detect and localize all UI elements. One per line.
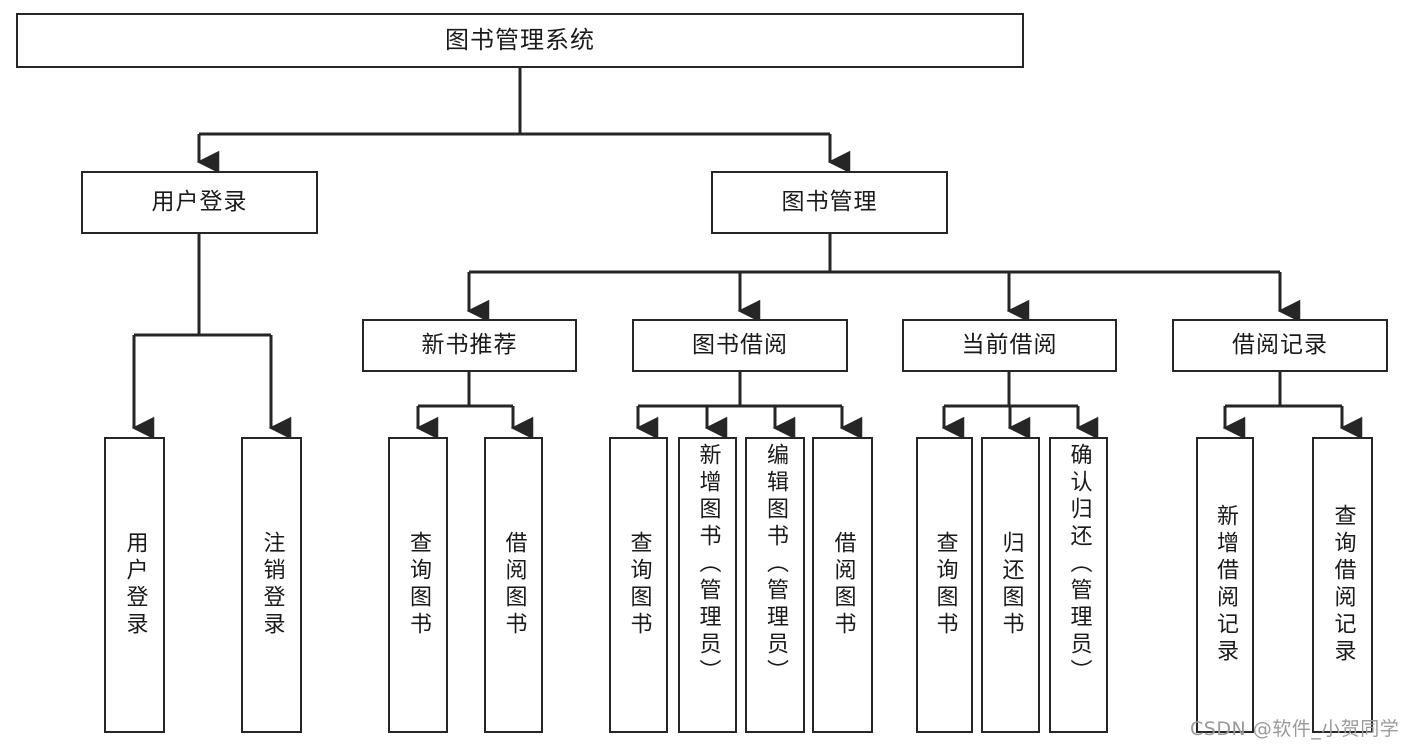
node-leaf-query-book-1[interactable]: 查询图书 bbox=[388, 437, 448, 733]
node-leaf-query-book-3-label: 查询图书 bbox=[932, 531, 958, 639]
node-leaf-borrow-book-1[interactable]: 借阅图书 bbox=[484, 437, 543, 733]
node-book-manage-label: 图书管理 bbox=[781, 188, 878, 215]
node-user-login-label: 用户登录 bbox=[151, 188, 248, 215]
node-current-borrow-label: 当前借阅 bbox=[961, 331, 1058, 358]
node-book-manage[interactable]: 图书管理 bbox=[711, 171, 948, 234]
node-leaf-query-record[interactable]: 查询借阅记录 bbox=[1312, 437, 1373, 733]
node-root[interactable]: 图书管理系统 bbox=[16, 13, 1024, 68]
node-leaf-edit-book[interactable]: 编辑图书（管理员） bbox=[745, 437, 805, 733]
node-leaf-user-login[interactable]: 用户登录 bbox=[104, 437, 165, 733]
csdn-watermark: CSDN @软件_小贺同学 bbox=[1190, 718, 1400, 740]
node-root-label: 图书管理系统 bbox=[445, 26, 595, 55]
node-leaf-confirm-return-label: 确认归还（管理员） bbox=[1066, 443, 1092, 686]
node-leaf-add-book[interactable]: 新增图书（管理员） bbox=[678, 437, 737, 733]
node-leaf-return-book[interactable]: 归还图书 bbox=[981, 437, 1040, 733]
node-book-borrow[interactable]: 图书借阅 bbox=[632, 319, 848, 372]
node-leaf-add-record-label: 新增借阅记录 bbox=[1213, 504, 1238, 666]
node-leaf-borrow-book-1-label: 借阅图书 bbox=[501, 531, 527, 639]
node-leaf-query-book-3[interactable]: 查询图书 bbox=[916, 437, 973, 733]
node-leaf-query-book-2-label: 查询图书 bbox=[626, 531, 652, 639]
node-book-borrow-label: 图书借阅 bbox=[692, 331, 788, 358]
node-leaf-user-logout-label: 注销登录 bbox=[259, 531, 285, 639]
node-new-book-rec-label: 新书推荐 bbox=[421, 331, 518, 358]
node-new-book-rec[interactable]: 新书推荐 bbox=[362, 319, 577, 372]
node-leaf-query-record-label: 查询借阅记录 bbox=[1330, 504, 1356, 666]
node-leaf-borrow-book-2-label: 借阅图书 bbox=[830, 531, 856, 639]
node-leaf-add-book-label: 新增图书（管理员） bbox=[695, 443, 721, 686]
node-leaf-add-record[interactable]: 新增借阅记录 bbox=[1196, 437, 1254, 733]
node-leaf-query-book-2[interactable]: 查询图书 bbox=[609, 437, 668, 733]
node-leaf-user-logout[interactable]: 注销登录 bbox=[241, 437, 302, 733]
node-leaf-borrow-book-2[interactable]: 借阅图书 bbox=[812, 437, 873, 733]
node-borrow-record[interactable]: 借阅记录 bbox=[1172, 319, 1388, 372]
node-current-borrow[interactable]: 当前借阅 bbox=[902, 319, 1117, 372]
node-user-login[interactable]: 用户登录 bbox=[81, 171, 318, 234]
node-leaf-edit-book-label: 编辑图书（管理员） bbox=[763, 443, 788, 686]
node-leaf-return-book-label: 归还图书 bbox=[998, 531, 1024, 639]
node-leaf-confirm-return[interactable]: 确认归还（管理员） bbox=[1049, 437, 1108, 733]
node-borrow-record-label: 借阅记录 bbox=[1232, 331, 1328, 358]
node-leaf-query-book-1-label: 查询图书 bbox=[406, 531, 431, 639]
node-leaf-user-login-label: 用户登录 bbox=[122, 531, 148, 639]
